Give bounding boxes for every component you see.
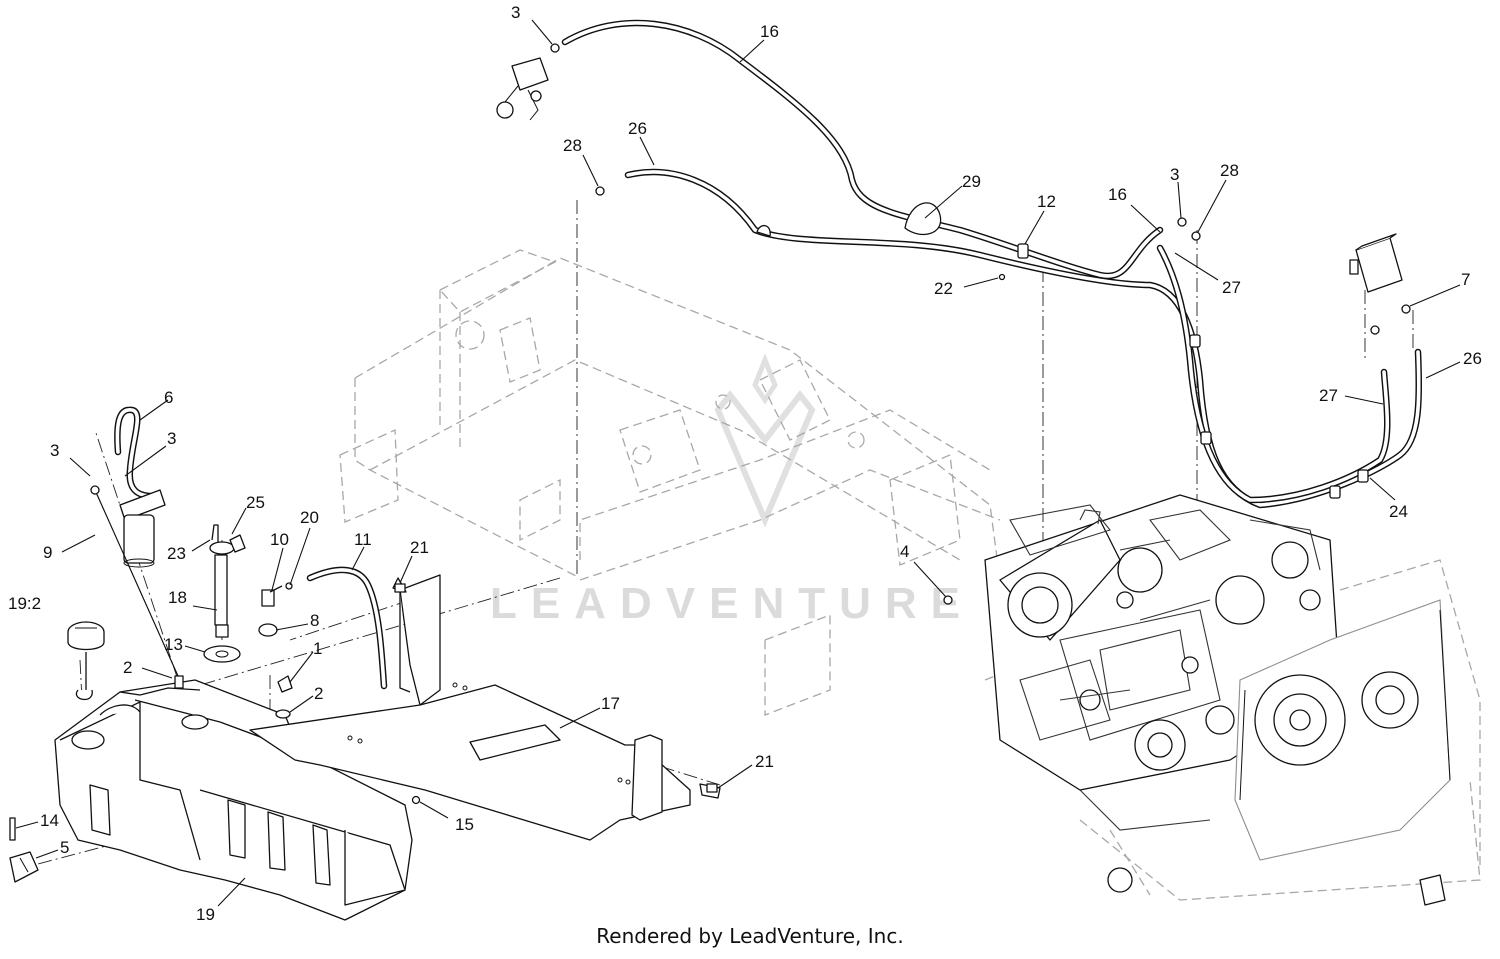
callout-15: 15 (455, 815, 474, 834)
callout-18: 18 (168, 588, 187, 607)
callout-21: 21 (410, 538, 429, 557)
fuel-line-9 (90, 485, 184, 689)
fuel-sender (203, 524, 246, 663)
hardware-14-5 (9, 817, 39, 883)
callout-25: 25 (246, 493, 265, 512)
callout-29: 29 (962, 172, 981, 191)
callout-4: 4 (900, 542, 909, 561)
callout-5: 5 (60, 838, 69, 857)
callout-24: 24 (1389, 502, 1408, 521)
radiator-shroud (1107, 599, 1451, 906)
fuel-filter-left (114, 406, 166, 568)
callout-3-left: 3 (50, 441, 59, 460)
callout-9: 9 (43, 543, 52, 562)
fuel-tank (54, 679, 413, 921)
fuel-cap (67, 621, 105, 701)
hose-clip-29 (756, 202, 942, 237)
vent-hose-11 (306, 566, 388, 690)
callout-21-lower: 21 (755, 752, 774, 771)
fuel-module-right (1349, 233, 1403, 293)
callout-13: 13 (164, 635, 183, 654)
callout-2-right: 2 (314, 684, 323, 703)
callout-14: 14 (40, 811, 59, 830)
callout-leaders (15, 19, 1461, 907)
fuel-hose-26-27 (624, 168, 1423, 509)
callout-6: 6 (164, 388, 173, 407)
callout-1: 1 (313, 639, 322, 658)
callout-23: 23 (167, 544, 186, 563)
callout-28-right: 28 (1220, 161, 1239, 180)
render-credit: Rendered by LeadVenture, Inc. (596, 924, 904, 948)
callout-19-2: 19:2 (8, 594, 41, 613)
hose-clamps (550, 43, 1411, 499)
callout-19: 19 (196, 905, 215, 924)
frame-phantom (339, 249, 1481, 901)
watermark-text: LEADVENTURE (490, 579, 974, 628)
fitting-stack (258, 582, 293, 719)
callout-3-right: 3 (1170, 165, 1179, 184)
callout-8: 8 (310, 611, 319, 630)
callout-22: 22 (934, 279, 953, 298)
hardware-4-21 (394, 583, 953, 793)
callout-3-filter: 3 (167, 429, 176, 448)
callout-11: 11 (354, 530, 372, 549)
callout-27: 27 (1222, 278, 1241, 297)
tank-mount-plate (249, 574, 721, 841)
callout-26-right: 26 (1463, 349, 1482, 368)
fuel-pump-top (496, 57, 549, 121)
callout-16-right: 16 (1108, 185, 1127, 204)
fuel-hose-16 (561, 19, 1164, 280)
callout-2-left: 2 (123, 658, 132, 677)
callout-26: 26 (628, 119, 647, 138)
callout-16: 16 (760, 22, 779, 41)
callout-17: 17 (601, 694, 620, 713)
callout-20: 20 (300, 508, 319, 527)
callout-10: 10 (270, 530, 289, 549)
callout-3: 3 (511, 3, 520, 22)
callout-27-right: 27 (1319, 386, 1338, 405)
leadventure-watermark: LEADVENTURE (490, 353, 974, 628)
callout-12: 12 (1037, 192, 1056, 211)
callout-labels: 3 16 28 26 29 12 22 16 3 28 27 7 26 27 2… (8, 3, 1482, 924)
callout-28: 28 (563, 136, 582, 155)
callout-7: 7 (1461, 270, 1470, 289)
